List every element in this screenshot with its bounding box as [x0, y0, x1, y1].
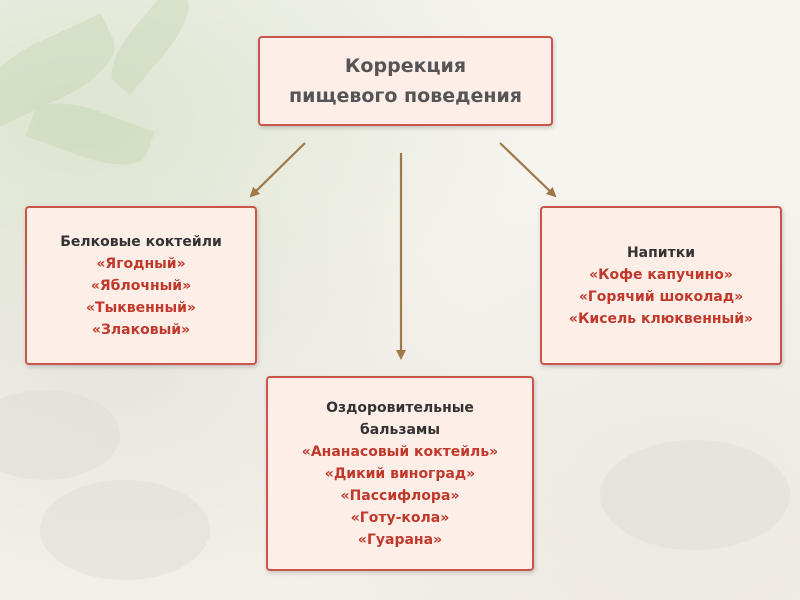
decorative-stone [0, 390, 120, 480]
list-item: «Злаковый» [91, 321, 191, 338]
protein-shakes-heading: Белковые коктейли [60, 233, 222, 250]
list-item: «Ягодный» [96, 255, 186, 272]
list-item: «Пассифлора» [340, 487, 460, 504]
list-item: «Кофе капучино» [589, 266, 733, 283]
decorative-stone [600, 440, 790, 550]
root-title-line-1: Коррекция [344, 55, 467, 77]
root-node: Коррекция пищевого поведения [258, 36, 553, 126]
root-title-line-2: пищевого поведения [289, 85, 522, 107]
balms-heading-line-1: Оздоровительные [326, 399, 474, 416]
arrow-to-left [249, 142, 306, 198]
arrow-to-right [499, 142, 557, 198]
protein-shakes-node: Белковые коктейли «Ягодный» «Яблочный» «… [25, 206, 257, 365]
list-item: «Горячий шоколад» [578, 288, 744, 305]
list-item: «Кисель клюквенный» [568, 310, 754, 327]
list-item: «Тыквенный» [86, 299, 196, 316]
decorative-stone [40, 480, 210, 580]
list-item: «Яблочный» [90, 277, 192, 294]
list-item: «Готу-кола» [350, 509, 450, 526]
list-item: «Ананасовый коктейль» [301, 443, 499, 460]
list-item: «Гуарана» [357, 531, 443, 548]
list-item: «Дикий виноград» [324, 465, 476, 482]
drinks-heading: Напитки [626, 244, 696, 261]
balms-heading-line-2: бальзамы [359, 421, 440, 438]
drinks-node: Напитки «Кофе капучино» «Горячий шоколад… [540, 206, 782, 365]
balms-node: Оздоровительные бальзамы «Ананасовый кок… [266, 376, 534, 571]
